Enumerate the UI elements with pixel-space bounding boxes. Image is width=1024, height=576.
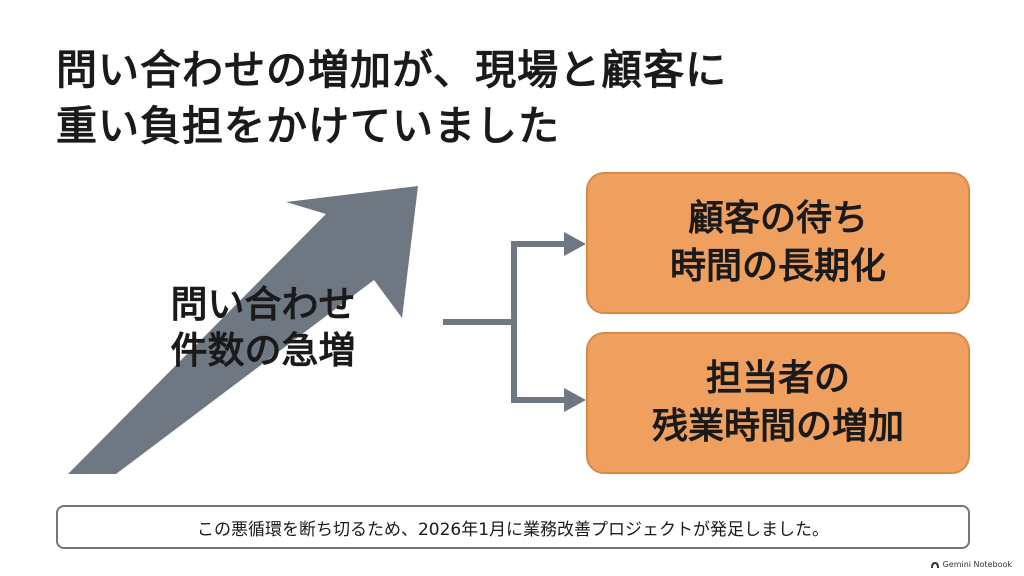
arrowhead-bottom-icon <box>564 388 586 412</box>
arrowhead-top-icon <box>564 232 586 256</box>
watermark: Gemini Notebook <box>930 560 1012 569</box>
notebook-logo-icon <box>930 561 939 568</box>
diagonal-up-arrow-icon <box>68 186 418 474</box>
effect-box-wait-time-line-2: 時間の長期化 <box>669 246 886 287</box>
effect-box-wait-time: 顧客の待ち 時間の長期化 <box>586 172 970 314</box>
effect-box-overtime: 担当者の 残業時間の増加 <box>586 332 970 474</box>
slide-title-line-2: 重い負担をかけていました <box>56 102 560 150</box>
cause-label-line-1: 問い合わせ <box>170 283 356 326</box>
effect-box-overtime-line-2: 残業時間の増加 <box>651 406 904 447</box>
effect-box-wait-time-line-1: 顧客の待ち <box>687 198 868 239</box>
watermark-text: Gemini Notebook <box>942 560 1012 569</box>
caption-text: この悪循環を断ち切るため、2026年1月に業務改善プロジェクトが発足しました。 <box>196 519 830 540</box>
slide-title-line-1: 問い合わせの増加が、現場と顧客に <box>56 46 728 94</box>
cause-label: 問い合わせ 件数の急増 <box>128 282 398 374</box>
branch-connector <box>443 241 569 403</box>
caption-box: この悪循環を断ち切るため、2026年1月に業務改善プロジェクトが発足しました。 <box>56 505 970 549</box>
slide-title: 問い合わせの増加が、現場と顧客に 重い負担をかけていました <box>56 42 956 154</box>
effect-box-overtime-line-1: 担当者の <box>705 358 850 399</box>
cause-label-line-2: 件数の急増 <box>170 329 356 372</box>
